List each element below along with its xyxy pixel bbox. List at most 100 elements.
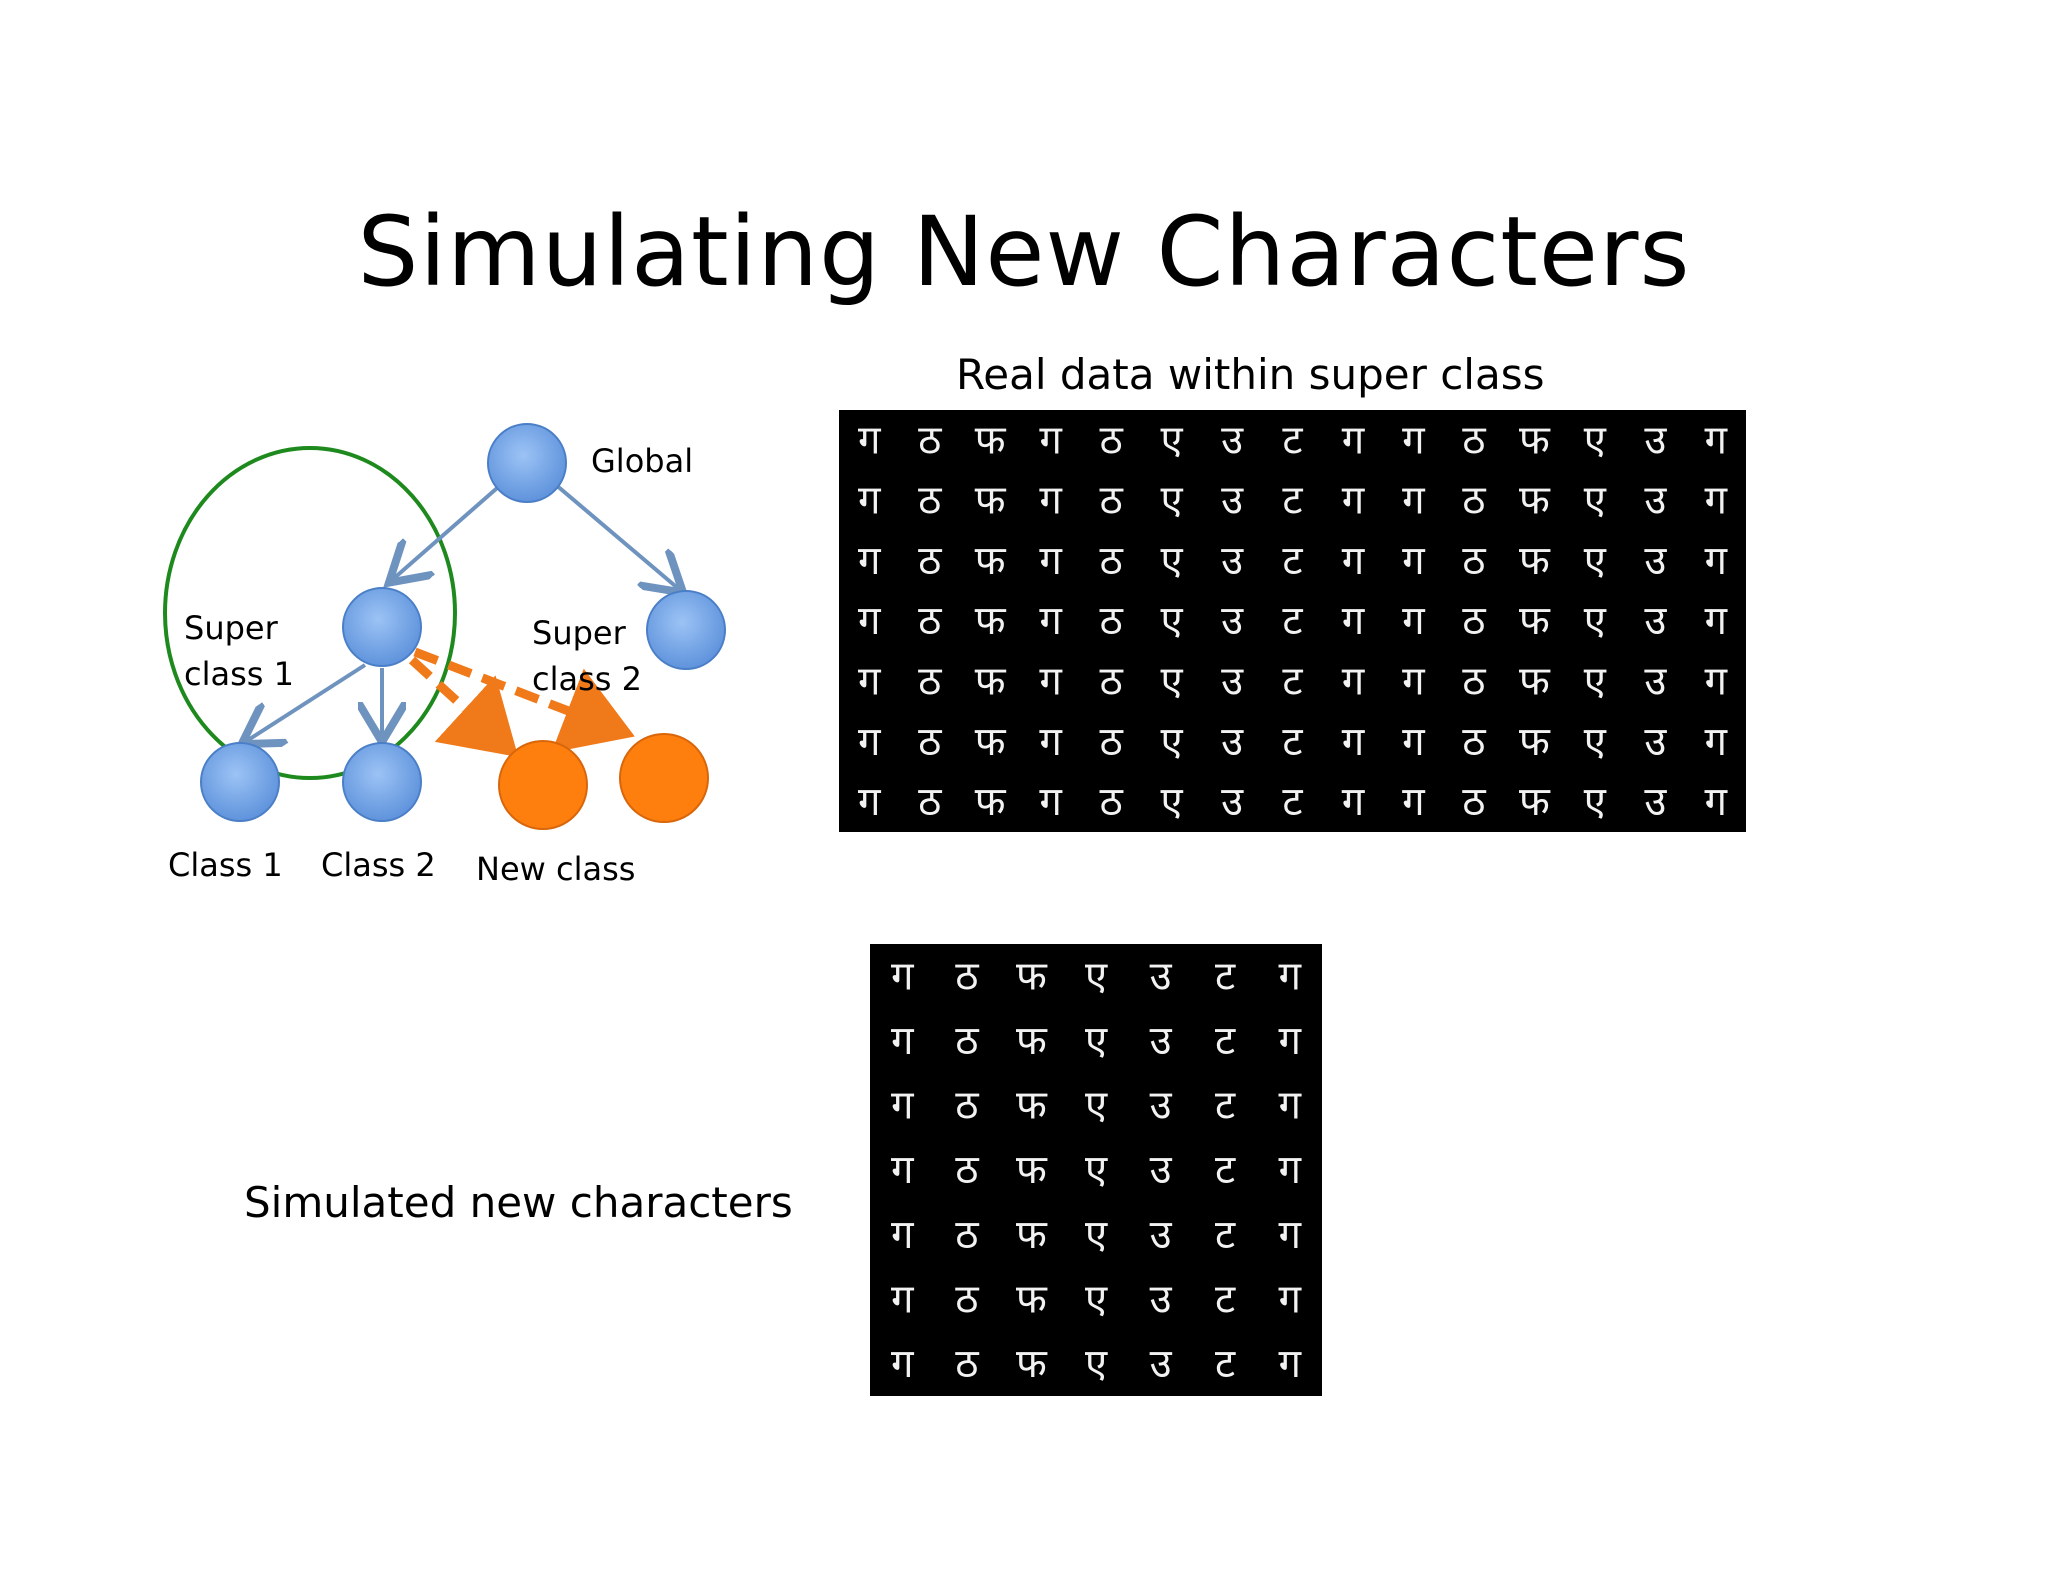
- simulated-glyph: फ: [1016, 1276, 1048, 1322]
- real-data-glyph: ठ: [918, 598, 942, 644]
- real-data-glyph: ग: [1039, 779, 1063, 825]
- real-data-glyph: ग: [1342, 538, 1366, 584]
- real-data-glyph: ग: [1705, 417, 1729, 463]
- real-data-glyph: फ: [1519, 538, 1551, 584]
- real-data-glyph: ग: [1039, 538, 1063, 584]
- real-data-glyph: फ: [975, 779, 1007, 825]
- real-data-glyph: ग: [1402, 719, 1426, 765]
- real-data-glyph: ठ: [918, 538, 942, 584]
- simulated-glyph: ग: [1278, 1212, 1302, 1258]
- real-data-glyph: ट: [1282, 538, 1303, 584]
- real-data-glyph: उ: [1221, 417, 1244, 463]
- real-data-glyph: ग: [858, 417, 882, 463]
- simulated-glyph: ग: [1278, 1147, 1302, 1193]
- simulated-glyph: ट: [1215, 953, 1236, 999]
- simulated-glyph: उ: [1150, 953, 1173, 999]
- super-class-1-ellipse: [163, 446, 457, 780]
- real-data-glyph: ए: [1161, 779, 1184, 825]
- real-data-glyph: उ: [1644, 598, 1667, 644]
- simulated-glyph: ग: [891, 953, 915, 999]
- real-data-glyph: ग: [1342, 719, 1366, 765]
- real-data-glyph: ग: [1705, 538, 1729, 584]
- label-super-class-1-line1: Super: [184, 609, 278, 647]
- real-data-glyph: ठ: [918, 719, 942, 765]
- real-data-glyph: ग: [1402, 478, 1426, 524]
- edge-super1-class1: [245, 663, 367, 742]
- simulated-glyph: उ: [1150, 1276, 1173, 1322]
- real-data-glyph: ठ: [1099, 658, 1123, 704]
- slide-title: Simulating New Characters: [357, 196, 1691, 308]
- real-data-glyph: ए: [1584, 719, 1607, 765]
- label-new-class: New class: [476, 850, 636, 888]
- real-data-glyph: ग: [1342, 658, 1366, 704]
- edge-global-super2: [534, 466, 680, 590]
- simulated-glyph: उ: [1150, 1212, 1173, 1258]
- real-data-glyph: उ: [1644, 478, 1667, 524]
- simulated-glyph: ग: [891, 1212, 915, 1258]
- simulated-glyph: ग: [1278, 1341, 1302, 1387]
- simulated-glyph: ट: [1215, 1018, 1236, 1064]
- real-data-glyph: ए: [1584, 658, 1607, 704]
- real-data-glyph: ए: [1161, 478, 1184, 524]
- real-data-glyph: उ: [1221, 598, 1244, 644]
- simulated-glyph: ठ: [955, 1212, 979, 1258]
- simulated-glyph: ठ: [955, 1147, 979, 1193]
- real-data-glyph: फ: [975, 658, 1007, 704]
- real-data-glyph: फ: [1519, 417, 1551, 463]
- simulated-glyph: ठ: [955, 1083, 979, 1129]
- simulated-glyph: ठ: [955, 1276, 979, 1322]
- simulated-glyph: ठ: [955, 1341, 979, 1387]
- real-data-glyph: ए: [1584, 779, 1607, 825]
- real-data-glyph: ठ: [918, 417, 942, 463]
- simulated-glyph: ए: [1085, 1147, 1108, 1193]
- real-data-glyph: ग: [1705, 719, 1729, 765]
- real-data-glyph: ठ: [1099, 478, 1123, 524]
- real-data-glyph: ठ: [918, 478, 942, 524]
- node-super-class-2: [646, 590, 726, 670]
- real-data-glyph: ठ: [1099, 598, 1123, 644]
- simulated-glyph: ए: [1085, 1212, 1108, 1258]
- simulated-glyph: ग: [891, 1341, 915, 1387]
- real-data-glyph: ग: [1342, 417, 1366, 463]
- real-data-glyph: उ: [1221, 719, 1244, 765]
- label-super-class-2-line1: Super: [532, 614, 626, 652]
- real-data-glyph: ए: [1584, 538, 1607, 584]
- real-data-glyph: ग: [1342, 478, 1366, 524]
- simulated-glyph: ट: [1215, 1083, 1236, 1129]
- real-data-glyph: उ: [1644, 779, 1667, 825]
- simulated-glyph: ट: [1215, 1276, 1236, 1322]
- real-data-glyph: फ: [1519, 779, 1551, 825]
- simulated-glyph: ठ: [955, 953, 979, 999]
- node-super-class-1: [342, 587, 422, 667]
- real-data-glyph: ग: [1705, 658, 1729, 704]
- real-data-glyph: ग: [1402, 417, 1426, 463]
- real-data-glyph: फ: [1519, 658, 1551, 704]
- node-new-class-2: [619, 733, 709, 823]
- simulated-glyph: ट: [1215, 1147, 1236, 1193]
- simulated-glyph: ग: [891, 1276, 915, 1322]
- real-data-caption: Real data within super class: [956, 350, 1545, 399]
- real-data-glyph: ए: [1584, 598, 1607, 644]
- node-class-2: [342, 742, 422, 822]
- real-data-glyph: ग: [1039, 417, 1063, 463]
- simulated-glyph: ए: [1085, 1083, 1108, 1129]
- real-data-glyph: ग: [1039, 598, 1063, 644]
- real-data-glyph: ग: [1039, 478, 1063, 524]
- real-data-glyph: ठ: [918, 658, 942, 704]
- simulated-glyph: फ: [1016, 1147, 1048, 1193]
- real-data-glyph: ट: [1282, 658, 1303, 704]
- real-data-glyph: ए: [1584, 478, 1607, 524]
- real-data-glyph: ग: [1402, 658, 1426, 704]
- real-data-glyph: ठ: [1099, 417, 1123, 463]
- real-data-glyph: ग: [1705, 478, 1729, 524]
- real-data-glyph: उ: [1221, 478, 1244, 524]
- real-data-glyph: ग: [1705, 779, 1729, 825]
- real-data-glyph: ठ: [1462, 658, 1486, 704]
- real-data-glyph: उ: [1221, 538, 1244, 584]
- real-data-glyph: फ: [975, 478, 1007, 524]
- label-class-1: Class 1: [168, 846, 283, 884]
- real-data-glyph: उ: [1221, 779, 1244, 825]
- simulated-glyph: फ: [1016, 1083, 1048, 1129]
- simulated-glyph: ए: [1085, 1341, 1108, 1387]
